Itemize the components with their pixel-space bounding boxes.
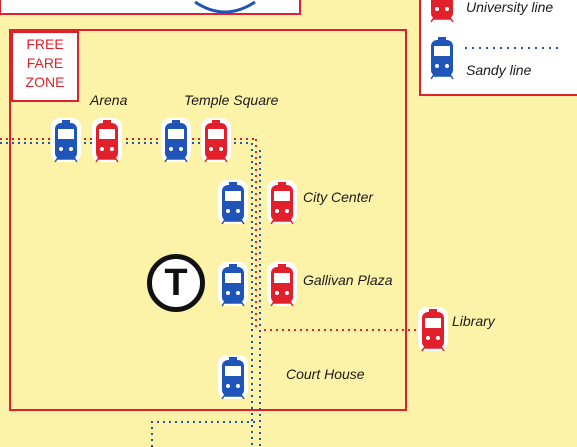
badge-fragment <box>194 0 256 14</box>
train-icon <box>417 306 449 352</box>
train-icon <box>50 117 82 163</box>
sandy-line-route <box>151 421 258 447</box>
train-icon <box>426 34 458 80</box>
station-court-house: Court House <box>286 366 365 382</box>
train-icon <box>200 117 232 163</box>
train-icon <box>217 354 249 400</box>
ffz-line-1: FREE <box>26 36 64 52</box>
station-city-center: City Center <box>303 189 374 205</box>
ffz-line-2: FARE <box>26 55 64 71</box>
train-icon <box>91 117 123 163</box>
transit-t-icon: T <box>147 254 205 312</box>
train-icon <box>160 117 192 163</box>
station-arena: Arena <box>90 92 128 108</box>
free-fare-zone-label: FREE FARE ZONE <box>11 31 79 102</box>
legend-sandy-label: Sandy line <box>466 62 532 78</box>
train-icon <box>266 179 298 225</box>
free-fare-zone <box>9 29 407 411</box>
train-icon <box>426 0 458 23</box>
train-icon <box>217 261 249 307</box>
legend-university-label: University line <box>466 0 554 15</box>
station-temple-square: Temple Square <box>184 92 279 108</box>
station-gallivan-plaza: Gallivan Plaza <box>303 272 393 288</box>
station-library: Library <box>452 313 495 329</box>
train-icon <box>266 261 298 307</box>
train-icon <box>217 179 249 225</box>
ffz-line-3: ZONE <box>25 74 65 90</box>
